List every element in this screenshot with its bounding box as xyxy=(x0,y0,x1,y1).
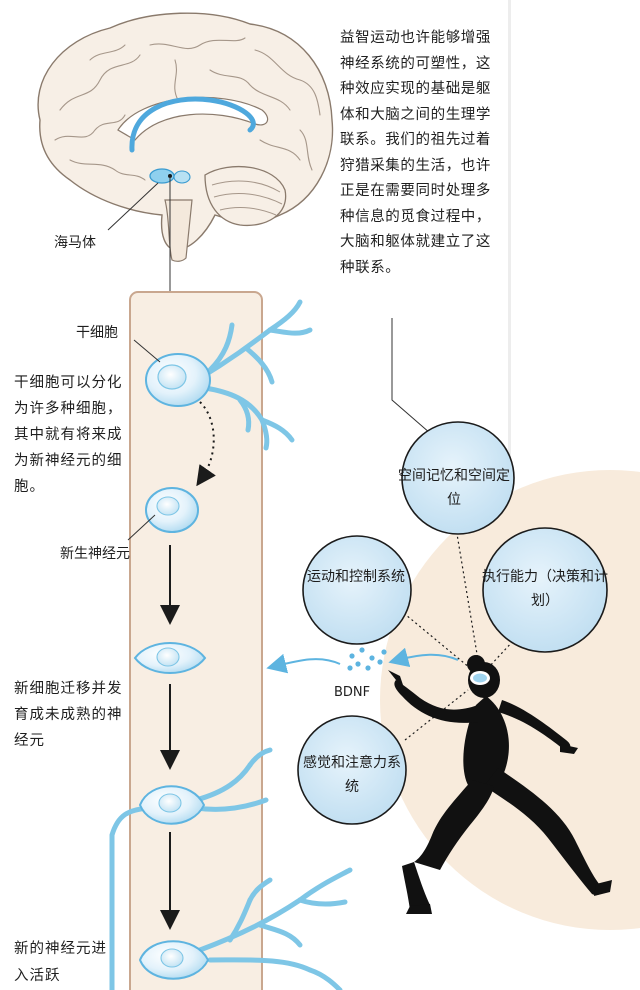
newborn-neuron xyxy=(145,487,199,533)
cerebellum xyxy=(204,165,287,227)
brain-illustration xyxy=(37,12,334,262)
spatial-memory-label: 空间记忆和空间定位 xyxy=(398,468,510,508)
hippocampus-highlight xyxy=(129,96,256,153)
executive-function-label: 执行能力（决策和计划） xyxy=(482,569,608,609)
page-margin-line xyxy=(508,0,511,470)
running-woman-silhouette xyxy=(388,655,612,914)
hippocampus-label: 海马体 xyxy=(54,235,96,251)
stem-cell-label: 干细胞 xyxy=(76,325,118,341)
bdnf-particles xyxy=(347,647,387,671)
motor-control-label: 运动和控制系统 xyxy=(307,569,405,585)
maturing-neuron xyxy=(109,747,273,990)
stem-cell-description: 干细胞可以分化为许多种细胞，其中就有将来成为新神经元的细胞。 xyxy=(14,375,123,495)
circuit-description: 新的神经元进入活跃 xyxy=(14,941,107,984)
bubble-executive xyxy=(482,527,608,653)
bdnf-arrow-from-runner xyxy=(388,647,459,668)
bubble-spatial-memory xyxy=(401,421,515,535)
bubble-sensory-attention xyxy=(297,715,407,825)
bubble-motor-control xyxy=(302,535,412,645)
intro-paragraph: 益智运动也许能够增强神经系统的可塑性，这种效应实现的基础是躯体和大脑之间的生理学… xyxy=(340,30,491,276)
intro-pointer xyxy=(391,318,439,441)
differentiation-arrow xyxy=(196,401,216,487)
bdnf-arrow-to-panel xyxy=(266,653,341,674)
bdnf-label: BDNF xyxy=(334,685,371,700)
stem-cell-pointer xyxy=(133,339,161,363)
stem-cell xyxy=(145,299,313,451)
sensory-attention-label: 感觉和注意力系统 xyxy=(303,755,401,795)
newborn-pointer xyxy=(127,514,156,541)
hippocampus-pointer xyxy=(107,182,159,231)
migration-description: 新细胞迁移并发育成未成熟的神经元 xyxy=(14,681,123,749)
mature-neuron xyxy=(138,867,353,990)
newborn-neuron-label: 新生神经元 xyxy=(60,546,130,562)
immature-neuron xyxy=(133,642,207,674)
